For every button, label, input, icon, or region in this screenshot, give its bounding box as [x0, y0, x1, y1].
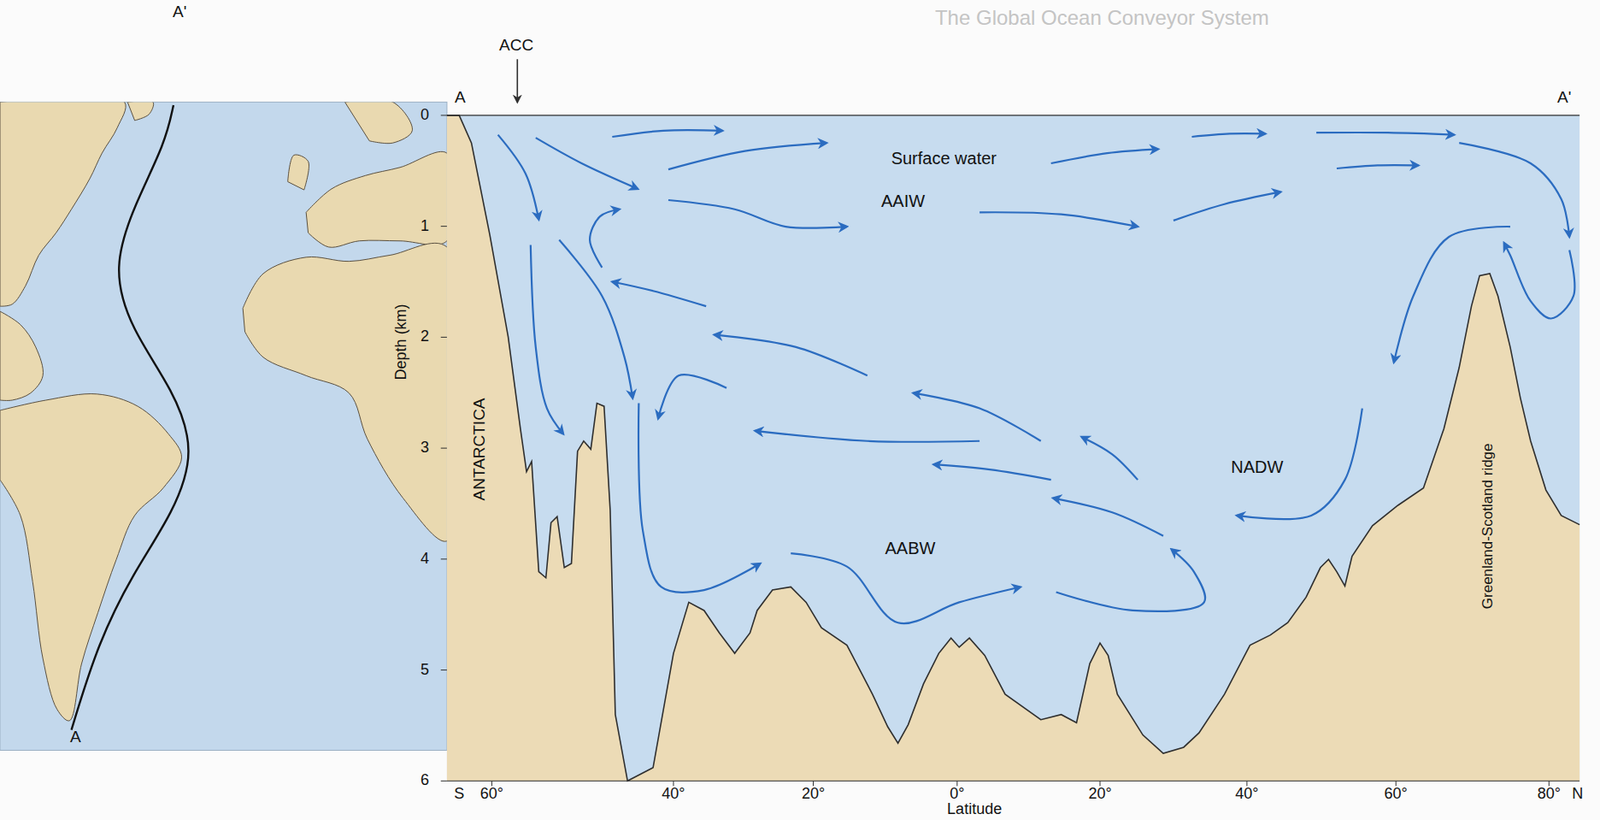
sea-surface [447, 114, 1580, 116]
flow-arrow [1082, 436, 1139, 480]
flow-arrow [611, 282, 706, 307]
flow-arrow [1056, 548, 1206, 612]
flow-arrow [1173, 191, 1281, 220]
axis-tick [441, 225, 448, 227]
location-map [0, 96, 467, 751]
axis-label: S [451, 785, 467, 803]
axis-label: 0 [417, 106, 432, 124]
landmass-label: ANTARCTICA [470, 394, 489, 503]
sea-floor [447, 115, 1580, 781]
flow-arrow [611, 129, 723, 137]
ridge-label: Greenland-Scotland ridge [1479, 440, 1496, 612]
flow-arrow [1052, 498, 1164, 536]
axis-title: Latitude [944, 800, 1005, 818]
axis-line [447, 780, 1580, 782]
axis-label: 40° [1232, 785, 1261, 803]
axis-label: 20° [1085, 785, 1114, 803]
flow-arrow [658, 374, 727, 418]
axis-tick [441, 447, 448, 449]
axis-tick [441, 558, 448, 559]
land-mass [242, 242, 448, 542]
axis-label: 1 [417, 217, 432, 236]
axis-label: 80° [1535, 785, 1564, 803]
land-mass [305, 151, 448, 248]
flow-arrow [1191, 133, 1265, 137]
axis-label: 2 [417, 328, 432, 346]
axis-tick [441, 669, 448, 671]
water-mass-label: AAIW [878, 191, 928, 211]
section-end-label: A' [1554, 88, 1574, 107]
axis-tick [441, 780, 448, 782]
current-label: ACC [496, 36, 536, 55]
flow-arrow [714, 335, 868, 377]
flow-arrow [1051, 148, 1159, 164]
flow-arrow [498, 135, 540, 220]
flow-arrow [754, 430, 980, 442]
flow-arrow [558, 240, 633, 399]
water-mass-label: NADW [1228, 457, 1286, 477]
ocean-section [441, 58, 1580, 786]
land-mass [345, 101, 413, 143]
axis-label: 0° [947, 785, 967, 803]
land-mass [288, 154, 310, 190]
flow-arrow [668, 142, 827, 170]
axis-label: 60° [477, 785, 506, 803]
flow-arrow [1316, 132, 1454, 136]
page-heading: The Global Ocean Conveyor System [932, 6, 1272, 30]
axis-tick [441, 336, 448, 338]
axis-label: 3 [417, 439, 432, 457]
flow-arrow [1394, 226, 1511, 363]
axis-tick [441, 114, 448, 116]
water-mass-label: Surface water [888, 148, 1000, 168]
sea-floor-profile [447, 115, 1580, 781]
flow-arrow [1458, 142, 1570, 237]
flow-arrow [589, 209, 620, 268]
axis-label: 20° [799, 785, 828, 803]
map-end-label: A' [170, 3, 189, 22]
section-line [71, 105, 189, 730]
flow-arrow [913, 393, 1042, 442]
flow-arrow [1504, 242, 1576, 318]
axis-label: 6 [417, 771, 432, 789]
flow-arrow [668, 200, 848, 229]
flow-arrow [638, 403, 760, 593]
section-end-label: A [452, 88, 469, 107]
axis-label: 60° [1382, 785, 1411, 803]
flow-arrow [933, 464, 1051, 480]
axis-label: 40° [658, 785, 688, 803]
flow-arrow [979, 211, 1138, 227]
map-end-label: A [67, 728, 84, 747]
land-mass [127, 101, 153, 120]
axis-title: Depth (km) [392, 300, 410, 383]
flow-arrow [535, 137, 638, 189]
axis-label: 4 [417, 550, 432, 568]
land-mass [0, 101, 126, 306]
axis-label: 5 [417, 661, 432, 679]
axis-label: N [1569, 785, 1586, 803]
land-mass [0, 311, 43, 400]
flow-arrow [530, 245, 564, 435]
flow-arrow [1336, 164, 1419, 169]
pointer-arrow [516, 58, 518, 102]
water-mass-label: AABW [882, 538, 938, 558]
flow-arrow [790, 552, 1021, 624]
ocean-water [447, 115, 1580, 781]
